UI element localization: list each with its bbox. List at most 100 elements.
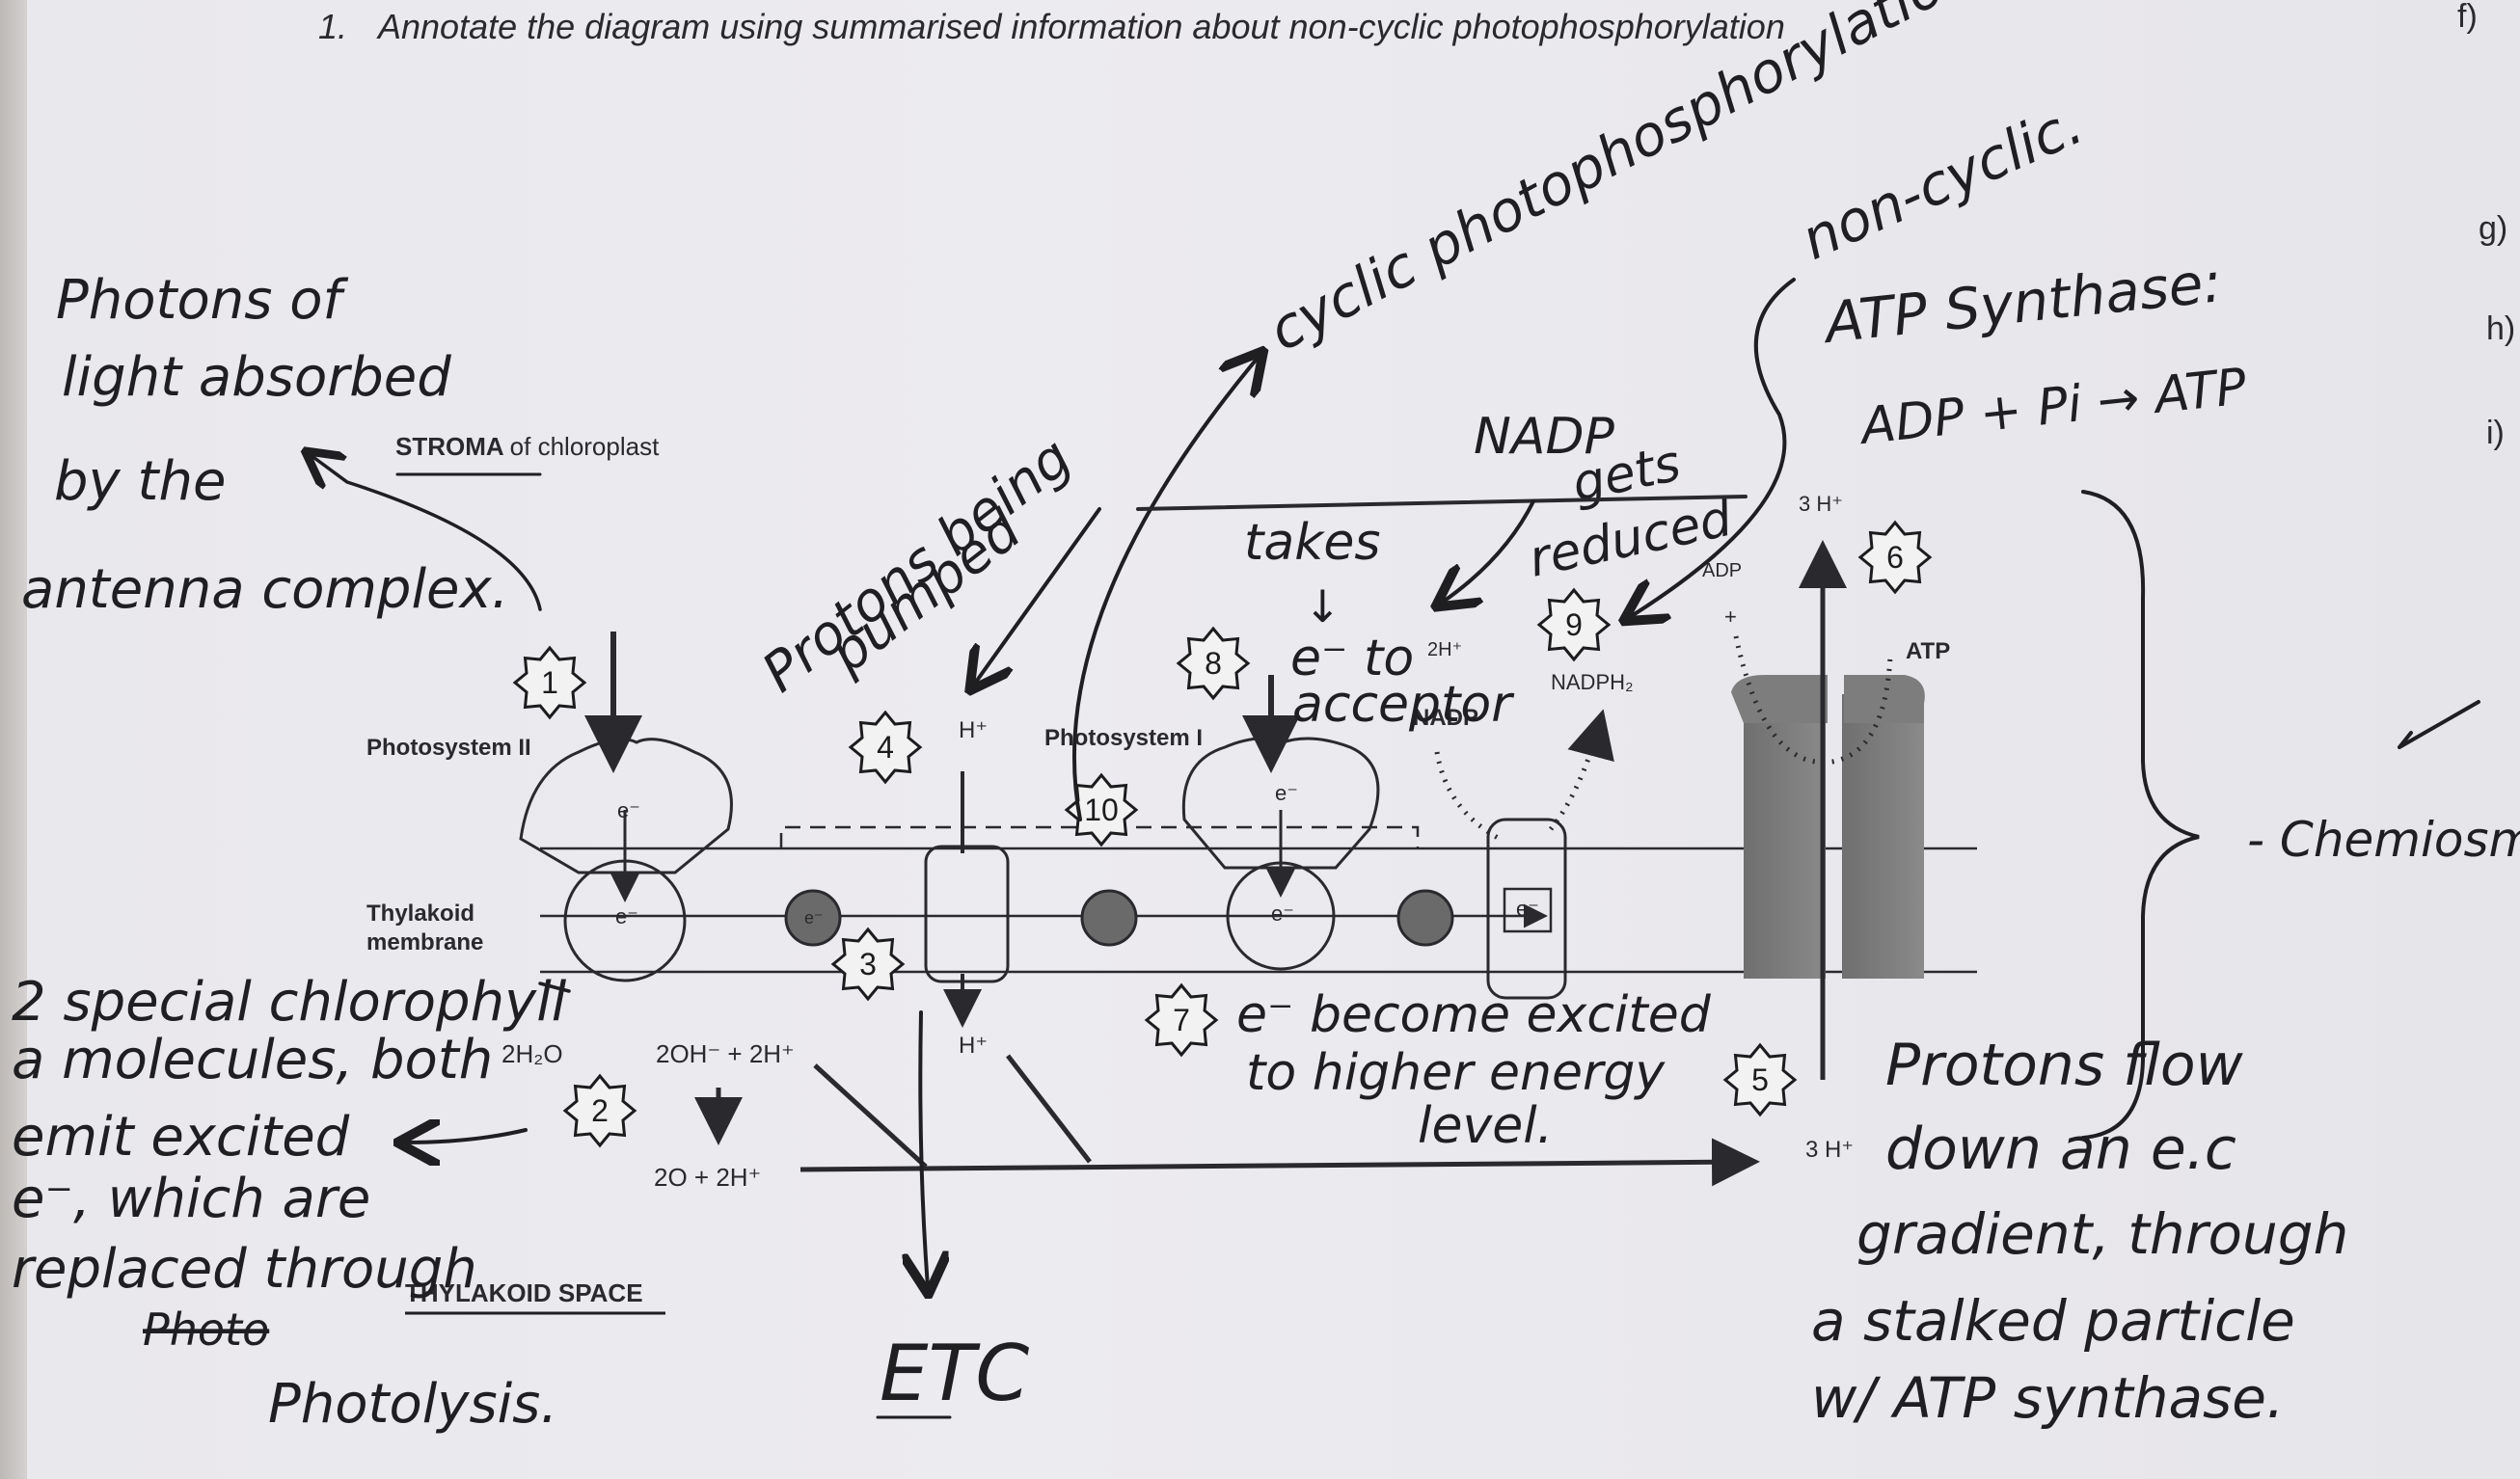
- atp-label: ATP: [1906, 638, 1950, 664]
- three-h-top: 3 H⁺: [1799, 492, 1843, 516]
- plus-label: +: [1724, 605, 1737, 629]
- handwritten-annotations: Photons of light absorbed by the antenna…: [12, 0, 2520, 1436]
- adp-label: ADP: [1702, 560, 1742, 581]
- hydroxide-label: 2OH⁻ + 2H⁺: [656, 1039, 795, 1068]
- hw-photons-line2: light absorbed: [62, 346, 451, 409]
- h-plus-bottom: H⁺: [959, 1033, 988, 1059]
- thylakoid-membrane-label-1: Thylakoid: [366, 901, 474, 927]
- hw-excited-line1: e⁻ become excited: [1236, 986, 1712, 1044]
- proton-gradient-arrow: [799, 1138, 1760, 1187]
- three-h-bottom: 3 H⁺: [1805, 1137, 1854, 1163]
- hw-chemiosmosis: - Chemiosmosis: [2247, 812, 2520, 868]
- electron-carrier-1: [784, 889, 842, 947]
- margin-letter-g: g): [2479, 210, 2507, 247]
- etc-slash-1: [813, 1063, 928, 1169]
- step-star-9: [1536, 587, 1612, 662]
- step-star-8: [1176, 626, 1251, 701]
- ps2-electron-top: e⁻: [617, 798, 640, 822]
- adp-dotted-curve: [1733, 635, 1893, 766]
- step-star-5: [1722, 1042, 1798, 1117]
- step-number-10: 10: [1084, 793, 1119, 827]
- hw-atp-synthase-line1: ATP Synthase:: [1818, 249, 2225, 356]
- nadp-reductase-electron-box: [1503, 887, 1553, 933]
- hw-protons-pumped-arrow: [974, 507, 1101, 685]
- step-number-3: 3: [859, 947, 877, 982]
- etc-slash-2: [1006, 1054, 1092, 1164]
- thylakoid-space-label: THYLAKOID SPACE: [405, 1278, 643, 1307]
- hw-nadp: NADP: [1474, 408, 1615, 466]
- margin-letter-f: f): [2457, 0, 2478, 35]
- nadp-reductase-electron: e⁻: [1516, 897, 1539, 921]
- hw-e-to: e⁻ to: [1290, 630, 1414, 687]
- step-star-1: [512, 645, 587, 720]
- step-star-6: [1857, 520, 1933, 595]
- photosystem-i: [1181, 675, 1380, 971]
- hw-takes-arrow: ↓: [1304, 580, 1341, 632]
- ps2-electron-mid: e⁻: [615, 904, 638, 928]
- hw-chlorophyll-line4: e⁻, which are: [12, 1168, 370, 1230]
- hw-photons-line4: antenna complex.: [21, 558, 508, 621]
- ps1-electron-mid: e⁻: [1271, 901, 1294, 926]
- step-number-badges: 1 2 3 4 5 6 7 8 9 10: [512, 520, 1933, 1148]
- step-number-9: 9: [1565, 607, 1583, 642]
- atp-synthase: [1731, 675, 1925, 979]
- thylakoid-membrane-label-2: membrane: [366, 929, 483, 955]
- step-star-2: [562, 1073, 637, 1148]
- step-number-7: 7: [1173, 1003, 1190, 1037]
- question-number: 1.: [318, 7, 347, 46]
- hw-non-cyclic: non-cyclic.: [1792, 91, 2092, 272]
- hw-nadp-line: [1136, 495, 1748, 511]
- hw-chlorophyll-line6: Photo: [143, 1304, 269, 1356]
- thylakoid-membrane: [540, 847, 1977, 974]
- step-number-1: 1: [541, 665, 558, 700]
- hw-chlorophyll-line7: Photolysis.: [268, 1373, 557, 1436]
- water-label: 2H₂O: [501, 1039, 563, 1068]
- cytochrome-complex: [924, 845, 1010, 983]
- hw-takes: takes: [1244, 514, 1380, 572]
- step-star-4: [848, 710, 923, 785]
- step-number-5: 5: [1751, 1062, 1769, 1097]
- hw-nadp-arrow: [1442, 499, 1535, 603]
- hw-cyclic-arrow: [1072, 357, 1259, 821]
- hw-excited-line2: to higher energy: [1246, 1044, 1666, 1102]
- hw-tick: [2398, 700, 2480, 749]
- hw-chlorophyll-arrow: [405, 1130, 528, 1143]
- hw-chlorophyll-line1: 2 special chlorophyll: [12, 971, 567, 1034]
- electron-carrier-2: [1080, 889, 1138, 947]
- hw-photons-line1: Photons of: [56, 269, 348, 332]
- nadp-reductase: [1486, 818, 1567, 1000]
- step-number-2: 2: [591, 1093, 609, 1128]
- step-number-8: 8: [1205, 646, 1222, 681]
- electron-carrier-1-label: e⁻: [804, 908, 824, 928]
- hw-etc-arrow: [920, 1010, 928, 1287]
- hw-protons-flow-line5: w/ ATP synthase.: [1811, 1365, 2284, 1431]
- margin-letter-i: i): [2486, 415, 2505, 451]
- photosystem-ii-label: Photosystem II: [366, 735, 531, 761]
- hw-protons-flow-line3: gradient, through: [1856, 1201, 2348, 1267]
- photosystem-ii: [519, 738, 733, 982]
- step-star-3: [830, 927, 906, 1002]
- photosystem-i-label: Photosystem I: [1044, 725, 1203, 751]
- hw-chlorophyll-line5: replaced through: [12, 1238, 477, 1301]
- hw-excited-line3: level.: [1418, 1097, 1553, 1155]
- hw-chemiosmosis-brace: [2081, 490, 2200, 1140]
- hw-acceptor: acceptor: [1292, 676, 1515, 734]
- nadp-label: NADP: [1413, 705, 1478, 731]
- step-number-4: 4: [877, 730, 894, 765]
- ps1-electron-top: e⁻: [1275, 781, 1298, 805]
- step-number-6: 6: [1886, 540, 1904, 575]
- electron-carrier-3: [1396, 889, 1454, 947]
- nadp-dotted-out: [1549, 709, 1614, 831]
- hw-protons-flow-line1: Protons flow: [1885, 1032, 2244, 1099]
- two-h-label: 2H⁺: [1427, 639, 1462, 660]
- oxygen-label: 2O + 2H⁺: [654, 1163, 761, 1192]
- page-edge: [0, 0, 27, 1479]
- question-text: Annotate the diagram using summarised in…: [376, 7, 1785, 46]
- hw-non-cyclic-arrow: [1630, 278, 1796, 617]
- nadph-label: NADPH₂: [1551, 670, 1634, 694]
- hw-chlorophyll-pointer: [538, 982, 571, 993]
- hw-protons-flow-line4: a stalked particle: [1811, 1288, 2295, 1354]
- hw-chlorophyll-line2: a molecules, both: [12, 1029, 493, 1091]
